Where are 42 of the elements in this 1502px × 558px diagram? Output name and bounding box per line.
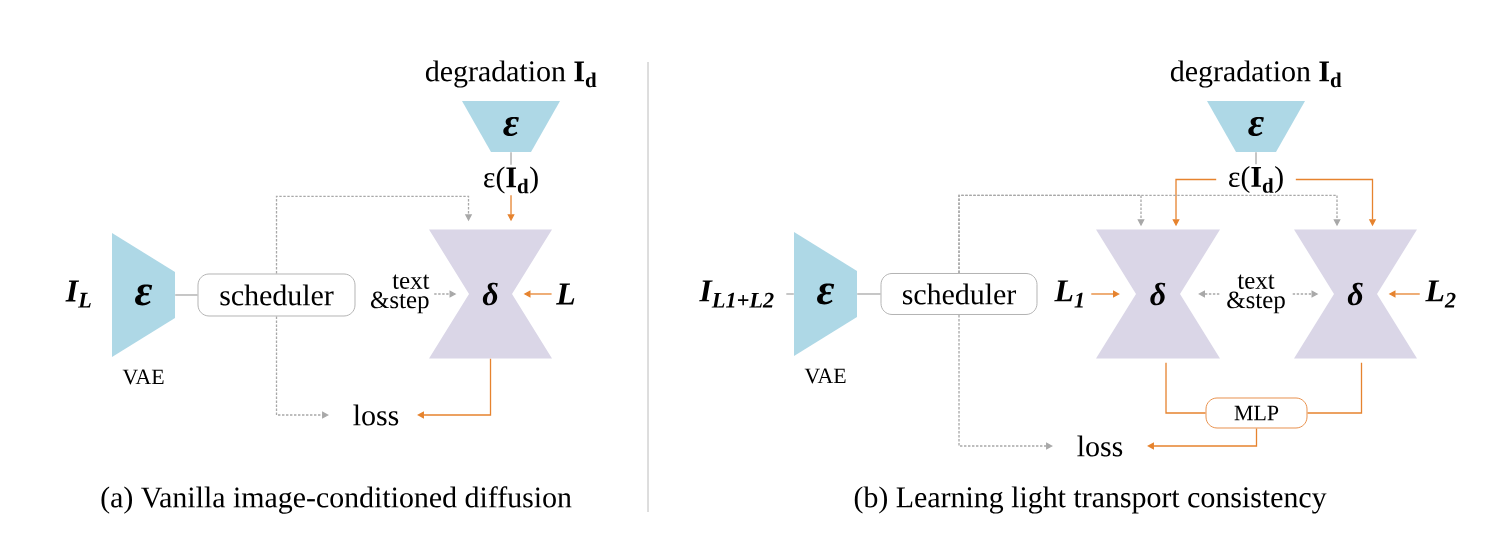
text-label: loss [353,404,399,426]
connector-line [785,293,795,295]
subfigure-caption: (b) Learning light transport consistency [854,486,1327,514]
text-label: I$_{L1+L2}$ [699,280,774,308]
encoder-trapezoid: ε [1207,101,1305,152]
text-label: ε(I$_{d}$) [1229,165,1283,194]
text-label: text &step [1227,274,1285,314]
text-label: L$_{1}$ [1054,280,1083,308]
arrow [275,195,473,275]
arrow [417,358,492,419]
heading-text: degradation I$_{d}$ [1170,60,1342,88]
hourglass-block: δ [1294,229,1417,359]
encoder-trapezoid: ε [462,101,560,152]
connector-line [1255,151,1257,165]
rounded-box: MLP [1205,397,1308,429]
subfigure-caption: (a) Vanilla image-conditioned diffusion [101,486,572,514]
rounded-box: scheduler [197,273,356,317]
text-label: L [556,283,575,305]
encoder-trapezoid: ε [112,233,175,357]
text-label: text &step [370,274,430,314]
block-caption: VAE [122,369,164,385]
hourglass-block: δ [429,229,552,359]
hourglass-block: δ [1096,229,1220,359]
input-label: I$_{L}$ [65,280,91,308]
connector-line [1306,362,1363,414]
arrow [1090,290,1120,298]
connector-line [1165,362,1207,414]
arrow [275,315,329,419]
heading-text: degradation I$_{d}$ [425,60,597,88]
text-label: L$_{2}$ [1425,280,1456,308]
connector-line [856,293,882,295]
block-caption: VAE [804,368,846,384]
arrow [1147,427,1258,450]
arrow [958,194,1341,274]
text-label: ε(I$_{d}$) [484,166,538,194]
rounded-box: scheduler [880,273,1038,315]
connector-line [510,151,512,166]
arrow [958,314,1053,450]
arrow [1198,290,1220,298]
text-label: loss [1077,435,1123,457]
encoder-trapezoid: ε [794,232,857,356]
connector-line [174,294,199,296]
